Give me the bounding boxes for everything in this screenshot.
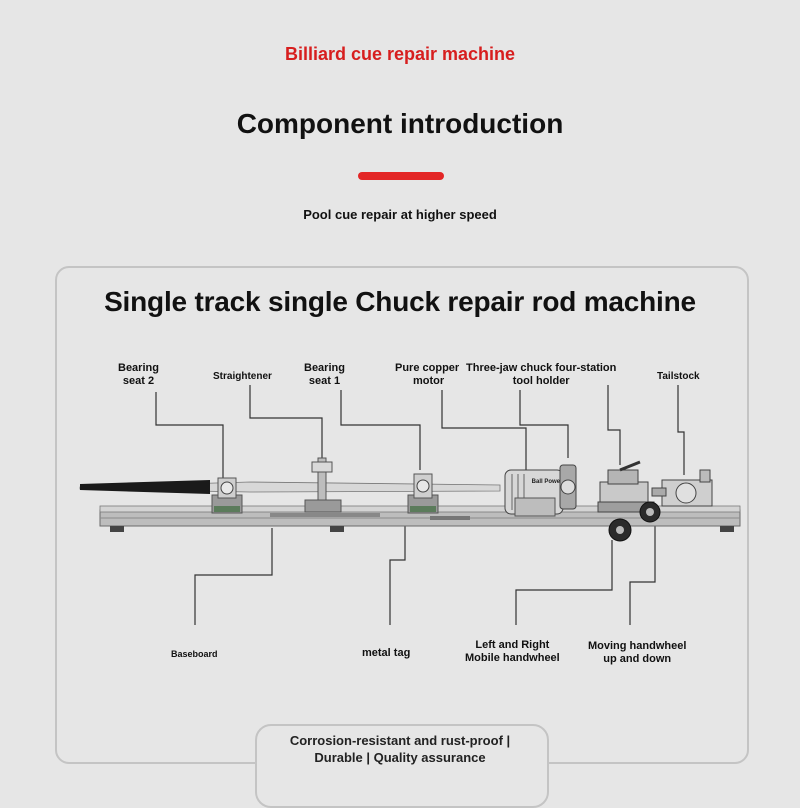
page-title: Component introduction — [236, 108, 564, 139]
callout-moving-handwheel: Moving handwheel up and down — [588, 640, 687, 665]
title-underline — [358, 172, 444, 180]
bearing-seat-2 — [211, 477, 243, 514]
copper-motor: Ball Power — [504, 469, 564, 517]
footer-line-2: Durable | Quality assurance — [314, 750, 486, 765]
footer-box — [255, 724, 549, 808]
callout-copper-motor: Pure copper motor — [395, 362, 460, 387]
callout-three-jaw-chuck: Three-jaw chuck four-station tool holder — [466, 362, 617, 387]
three-jaw-chuck — [559, 464, 577, 510]
handwheels — [608, 501, 661, 542]
leader-lines — [155, 385, 685, 625]
metal-tag-plate — [270, 513, 380, 517]
page-subtitle: Pool cue repair at higher speed — [303, 207, 497, 222]
motor-brand: Ball Power — [532, 479, 563, 485]
callout-left-right-handwheel: Left and Right Mobile handwheel — [465, 639, 560, 664]
tailstock — [651, 469, 713, 507]
cue-stick — [79, 480, 501, 494]
panel-title: Single track single Chuck repair rod mac… — [104, 286, 696, 317]
footer-text: Corrosion-resistant and rust-proof | Dur… — [255, 732, 545, 766]
callout-metal-tag: metal tag — [362, 647, 411, 659]
callout-baseboard: Baseboard — [171, 649, 218, 659]
product-kicker: Billiard cue repair machine — [284, 44, 516, 64]
callout-bearing-seat-1: Bearing seat 1 — [304, 362, 345, 387]
callout-bearing-seat-2: Bearing seat 2 — [118, 362, 159, 387]
footer-line-1: Corrosion-resistant and rust-proof | — [289, 733, 511, 748]
callout-straightener: Straightener — [213, 371, 272, 382]
callout-tailstock: Tailstock — [657, 371, 700, 382]
tool-holder — [597, 460, 655, 513]
straightener — [304, 457, 342, 513]
bearing-seat-1 — [407, 473, 439, 514]
